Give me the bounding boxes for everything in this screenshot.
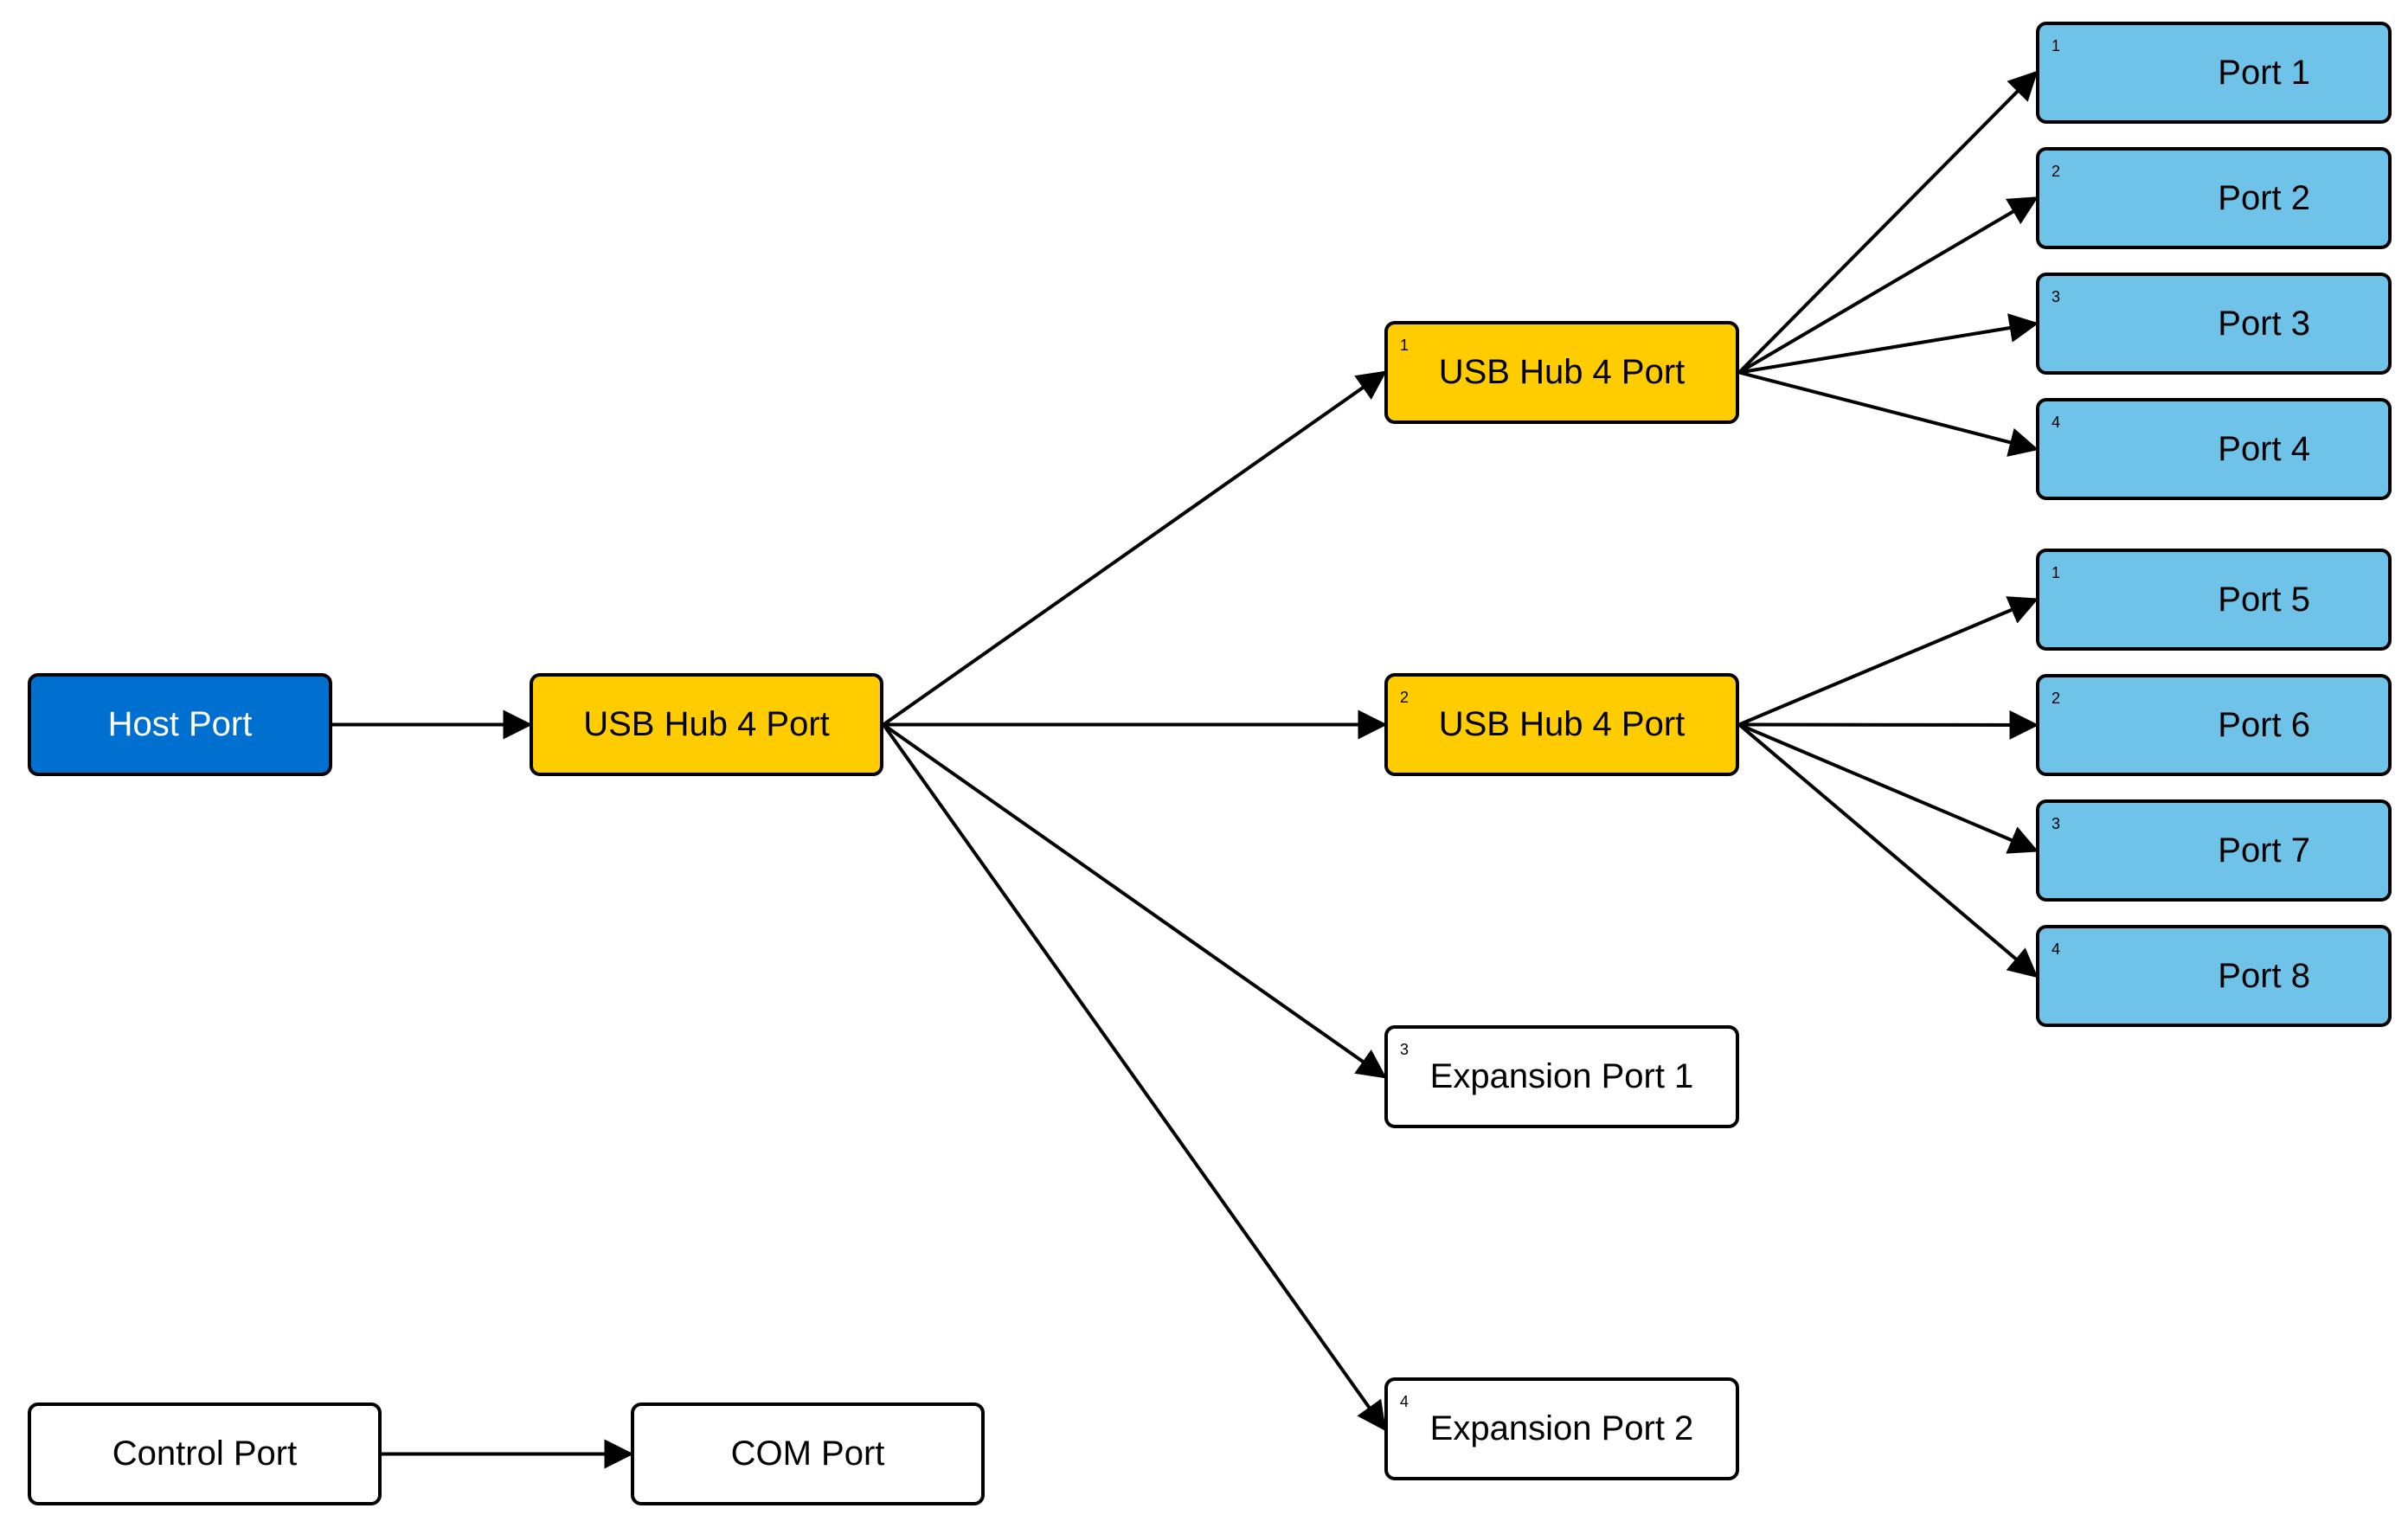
usb-hub-a-label: USB Hub 4 Port — [1438, 353, 1686, 391]
connector-hub_a-to-port_3 — [1738, 313, 2039, 375]
expansion-port-2-label: Expansion Port 2 — [1429, 1409, 1694, 1447]
connector-hub_b-to-port_8 — [1737, 722, 2039, 979]
port-4-number: 4 — [2052, 414, 2061, 431]
expansion-port-1-label: Expansion Port 1 — [1429, 1057, 1694, 1095]
usb-hub-b-label: USB Hub 4 Port — [1438, 705, 1686, 743]
connector-hub_a-to-port_1 — [1737, 70, 2039, 374]
port-7-node: 3 Port 7 — [2036, 799, 2392, 902]
port-2-number: 2 — [2052, 163, 2061, 180]
port-1-label: Port 1 — [2218, 53, 2310, 92]
port-6-number: 2 — [2052, 690, 2061, 707]
port-8-node: 4 Port 8 — [2036, 925, 2392, 1027]
port-2-node: 2 Port 2 — [2036, 147, 2392, 249]
expansion-port-1-number: 3 — [1400, 1041, 1409, 1058]
usb-hub-a-port-number: 1 — [1400, 337, 1409, 354]
usb-hub-main-node: USB Hub 4 Port — [530, 673, 883, 776]
expansion-port-1-node: 3 Expansion Port 1 — [1384, 1025, 1739, 1128]
port-2-label: Port 2 — [2218, 178, 2310, 217]
port-1-number: 1 — [2052, 37, 2061, 55]
port-5-number: 1 — [2052, 564, 2061, 581]
control-port-label: Control Port — [112, 1435, 298, 1473]
connector-hub_main-to-hub_a — [882, 370, 1387, 727]
expansion-port-2-number: 4 — [1400, 1393, 1409, 1410]
connector-hub_b-to-port_5 — [1738, 596, 2039, 727]
port-7-number: 3 — [2052, 815, 2061, 832]
port-4-node: 4 Port 4 — [2036, 398, 2392, 500]
com-port-label: COM Port — [730, 1435, 885, 1473]
host-port-node: Host Port — [28, 673, 332, 776]
connector-hub_b-to-port_7 — [1738, 722, 2039, 854]
connector-hub_main-to-expansion_2 — [882, 723, 1386, 1432]
com-port-node: COM Port — [631, 1402, 985, 1505]
usb-hub-a-node: 1 USB Hub 4 Port — [1384, 321, 1739, 424]
port-1-node: 1 Port 1 — [2036, 22, 2392, 124]
port-5-label: Port 5 — [2218, 580, 2310, 619]
control-port-node: Control Port — [28, 1402, 382, 1505]
expansion-port-2-node: 4 Expansion Port 2 — [1384, 1377, 1739, 1480]
connector-hub_b-to-port_6 — [1738, 709, 2039, 740]
port-3-node: 3 Port 3 — [2036, 273, 2392, 375]
port-8-number: 4 — [2052, 940, 2061, 958]
usb-hub-main-label: USB Hub 4 Port — [583, 705, 830, 743]
port-5-node: 1 Port 5 — [2036, 549, 2392, 651]
port-3-number: 3 — [2052, 288, 2061, 305]
host-port-label: Host Port — [107, 705, 253, 743]
port-4-label: Port 4 — [2218, 429, 2310, 468]
port-6-label: Port 6 — [2218, 705, 2310, 744]
usb-hub-b-node: 2 USB Hub 4 Port — [1384, 673, 1739, 776]
usb-hub-b-port-number: 2 — [1400, 689, 1409, 706]
port-7-label: Port 7 — [2218, 831, 2310, 870]
port-3-label: Port 3 — [2218, 304, 2310, 343]
connector-hub_main-to-expansion_1 — [882, 722, 1387, 1079]
port-6-node: 2 Port 6 — [2036, 674, 2392, 776]
port-8-label: Port 8 — [2218, 956, 2310, 995]
connector-hub_a-to-port_4 — [1738, 370, 2039, 457]
connector-hub_a-to-port_2 — [1737, 196, 2039, 375]
